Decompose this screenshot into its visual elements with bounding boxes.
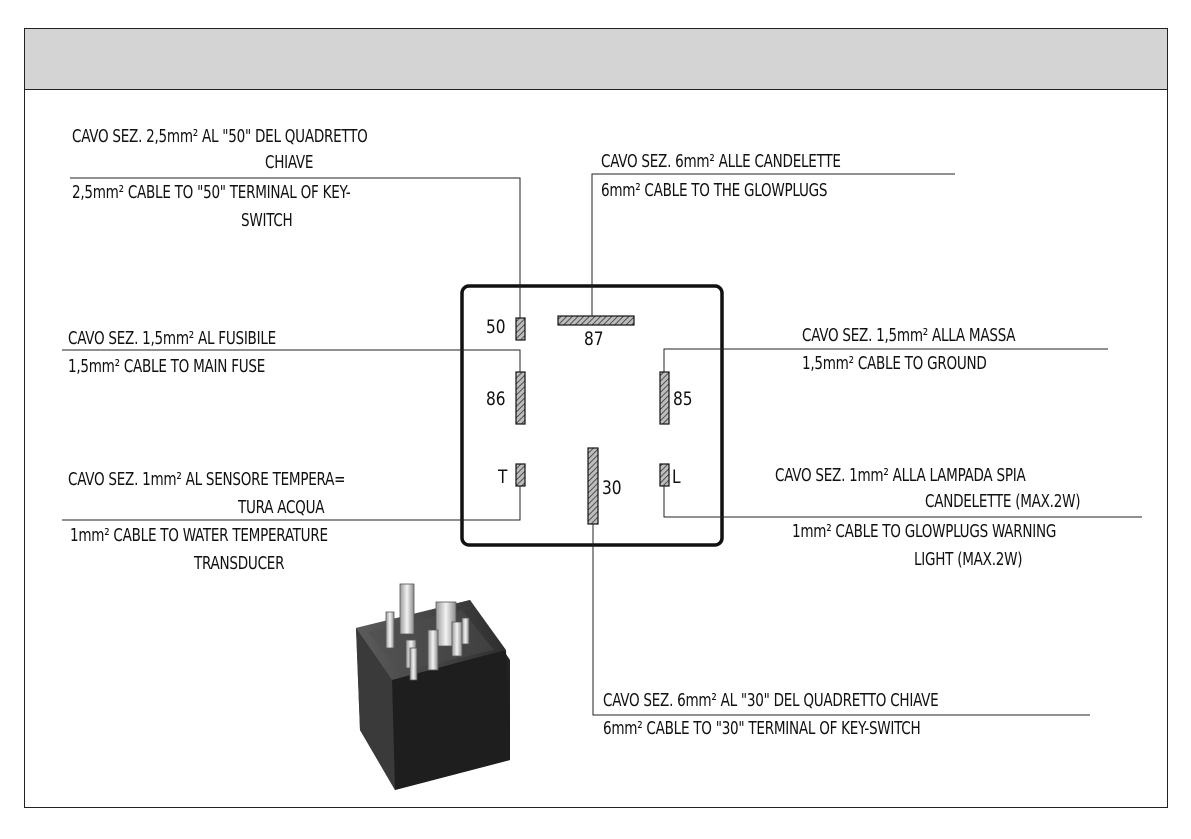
label-fuse-en: 1,5mm² CABLE TO MAIN FUSE [68,357,266,377]
relay-photo [356,583,510,790]
label-lamp-it-line2: CANDELETTE (MAX.2W) [925,492,1081,512]
label-ground-en: 1,5mm² CABLE TO GROUND [802,354,987,374]
label-key50-en-line2: SWITCH [241,211,293,231]
pin-label-50: 50 [486,316,506,338]
diagram-frame [24,28,1168,808]
label-key50-it-line1: CAVO SEZ. 2,5mm² AL "50" DEL QUADRETTO [72,127,368,147]
pin-label-30: 30 [602,477,622,499]
label-temp-it-line2: TURA ACQUA [238,498,325,518]
leader-lines [62,173,1142,716]
label-key30-en: 6mm² CABLE TO "30" TERMINAL OF KEY-SWITC… [603,719,921,739]
label-temp-it-line1: CAVO SEZ. 1mm² AL SENSORE TEMPERA= [68,470,346,490]
pin-label-T: T [498,466,508,488]
pin-label-85: 85 [673,388,693,410]
label-key50-en-line1: 2,5mm² CABLE TO "50" TERMINAL OF KEY- [72,183,351,203]
label-lamp-en-line1: 1mm² CABLE TO GLOWPLUGS WARNING [792,522,1057,542]
label-lamp-it-line1: CAVO SEZ. 1mm² ALLA LAMPADA SPIA [775,466,1026,486]
terminal-86 [515,371,526,425]
label-temp-en-line2: TRANSDUCER [194,554,285,574]
label-lamp-en-line2: LIGHT (MAX.2W) [914,550,1023,570]
label-glowplugs-en: 6mm² CABLE TO THE GLOWPLUGS [601,181,828,201]
terminal-85 [659,371,670,425]
terminal-30 [587,447,599,525]
label-ground-it: CAVO SEZ. 1,5mm² ALLA MASSA [802,326,1016,346]
label-temp-en-line1: 1mm² CABLE TO WATER TEMPERATURE [70,526,328,546]
terminal-87 [557,315,635,326]
pin-label-86: 86 [486,388,506,410]
label-key50-it-line2: CHIAVE [265,153,314,173]
label-fuse-it: CAVO SEZ. 1,5mm² AL FUSIBILE [68,329,276,349]
label-key30-it: CAVO SEZ. 6mm² AL "30" DEL QUADRETTO CHI… [603,691,939,711]
terminal-L [659,463,670,487]
label-glowplugs-it: CAVO SEZ. 6mm² ALLE CANDELETTE [601,152,841,172]
terminal-50 [515,317,526,341]
header-band [25,29,1167,90]
terminal-T [515,463,526,487]
pin-label-87: 87 [584,328,604,350]
pin-label-L: L [672,466,681,488]
